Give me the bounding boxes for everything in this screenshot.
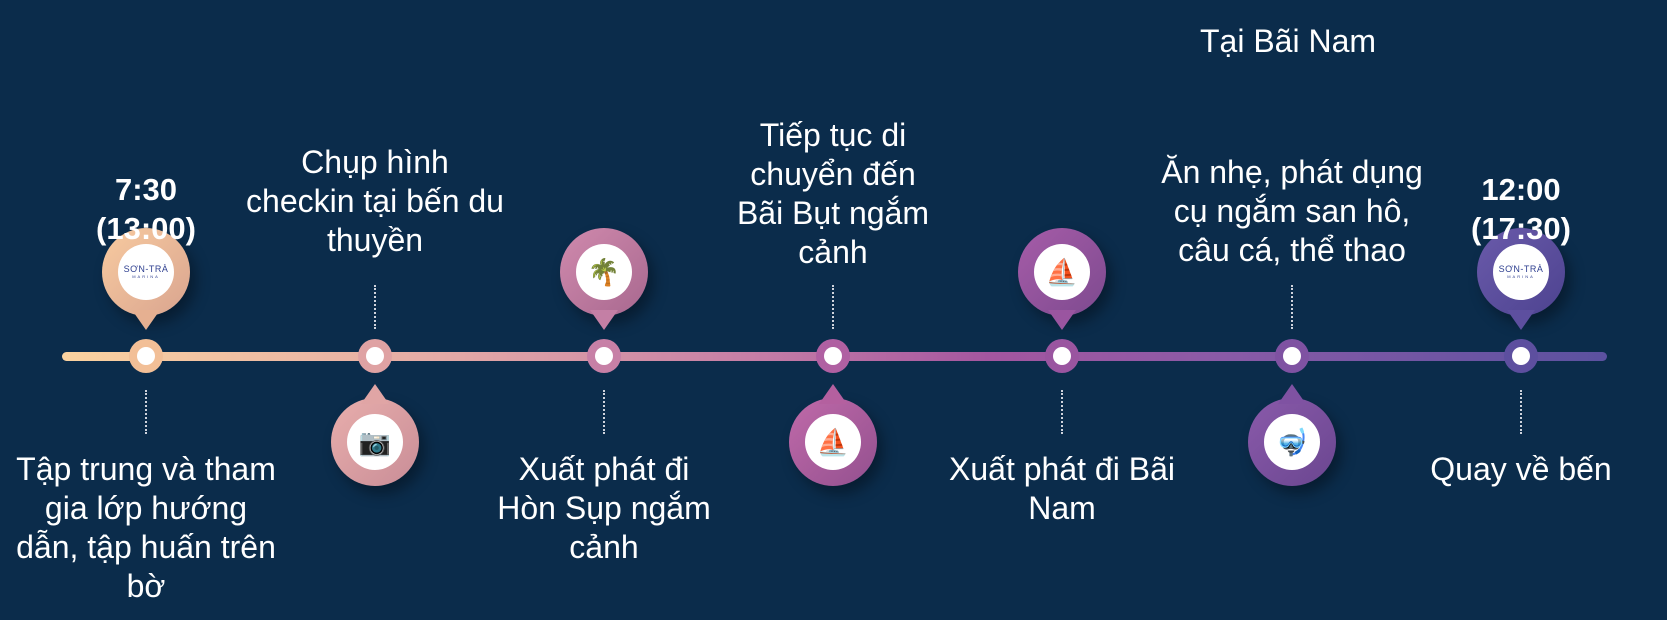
timeline-node-3 <box>587 339 621 373</box>
timeline-node-6 <box>1275 339 1309 373</box>
step-1-label: Tập trung và tham gia lớp hướng dẫn, tập… <box>16 451 276 604</box>
timeline-node-2 <box>358 339 392 373</box>
step-3-label: Xuất phát đi Hòn Sụp ngắm cảnh <box>497 451 711 565</box>
timeline-node-7 <box>1504 339 1538 373</box>
palm-tree-icon: 🌴 <box>576 244 632 300</box>
end-time: 12:00(17:30) <box>1471 172 1571 246</box>
connector <box>145 390 149 434</box>
connector <box>603 390 607 434</box>
pin-sailboat-1: ⛵ <box>789 384 877 486</box>
timeline-node-4 <box>816 339 850 373</box>
sailboat-icon: ⛵ <box>805 414 861 470</box>
pin-camera: 📷 <box>331 384 419 486</box>
step-6-location: Tại Bãi Nam <box>1199 23 1377 59</box>
connector <box>1520 390 1524 434</box>
start-time: 7:30(13:00) <box>96 172 196 246</box>
step-6-label: Ăn nhẹ, phát dụng cụ ngắm san hô, câu cá… <box>1161 154 1423 268</box>
connector <box>1061 390 1065 434</box>
diver-icon: 🤿 <box>1264 414 1320 470</box>
pin-diver: 🤿 <box>1248 384 1336 486</box>
timeline-node-5 <box>1045 339 1079 373</box>
camera-icon: 📷 <box>347 414 403 470</box>
connector <box>374 285 378 329</box>
step-7-label: Quay về bến <box>1430 451 1612 487</box>
step-2-label: Chụp hình checkin tại bến du thuyền <box>246 144 504 258</box>
pin-sailboat-2: ⛵ <box>1018 228 1106 330</box>
step-5-label: Xuất phát đi Bãi Nam <box>949 451 1175 526</box>
pin-palm: 🌴 <box>560 228 648 330</box>
connector <box>832 285 836 329</box>
step-4-label: Tiếp tục di chuyển đến Bãi Bụt ngắm cảnh <box>736 117 930 270</box>
connector <box>1291 285 1295 329</box>
timeline-node-1 <box>129 339 163 373</box>
sailboat-icon: ⛵ <box>1034 244 1090 300</box>
